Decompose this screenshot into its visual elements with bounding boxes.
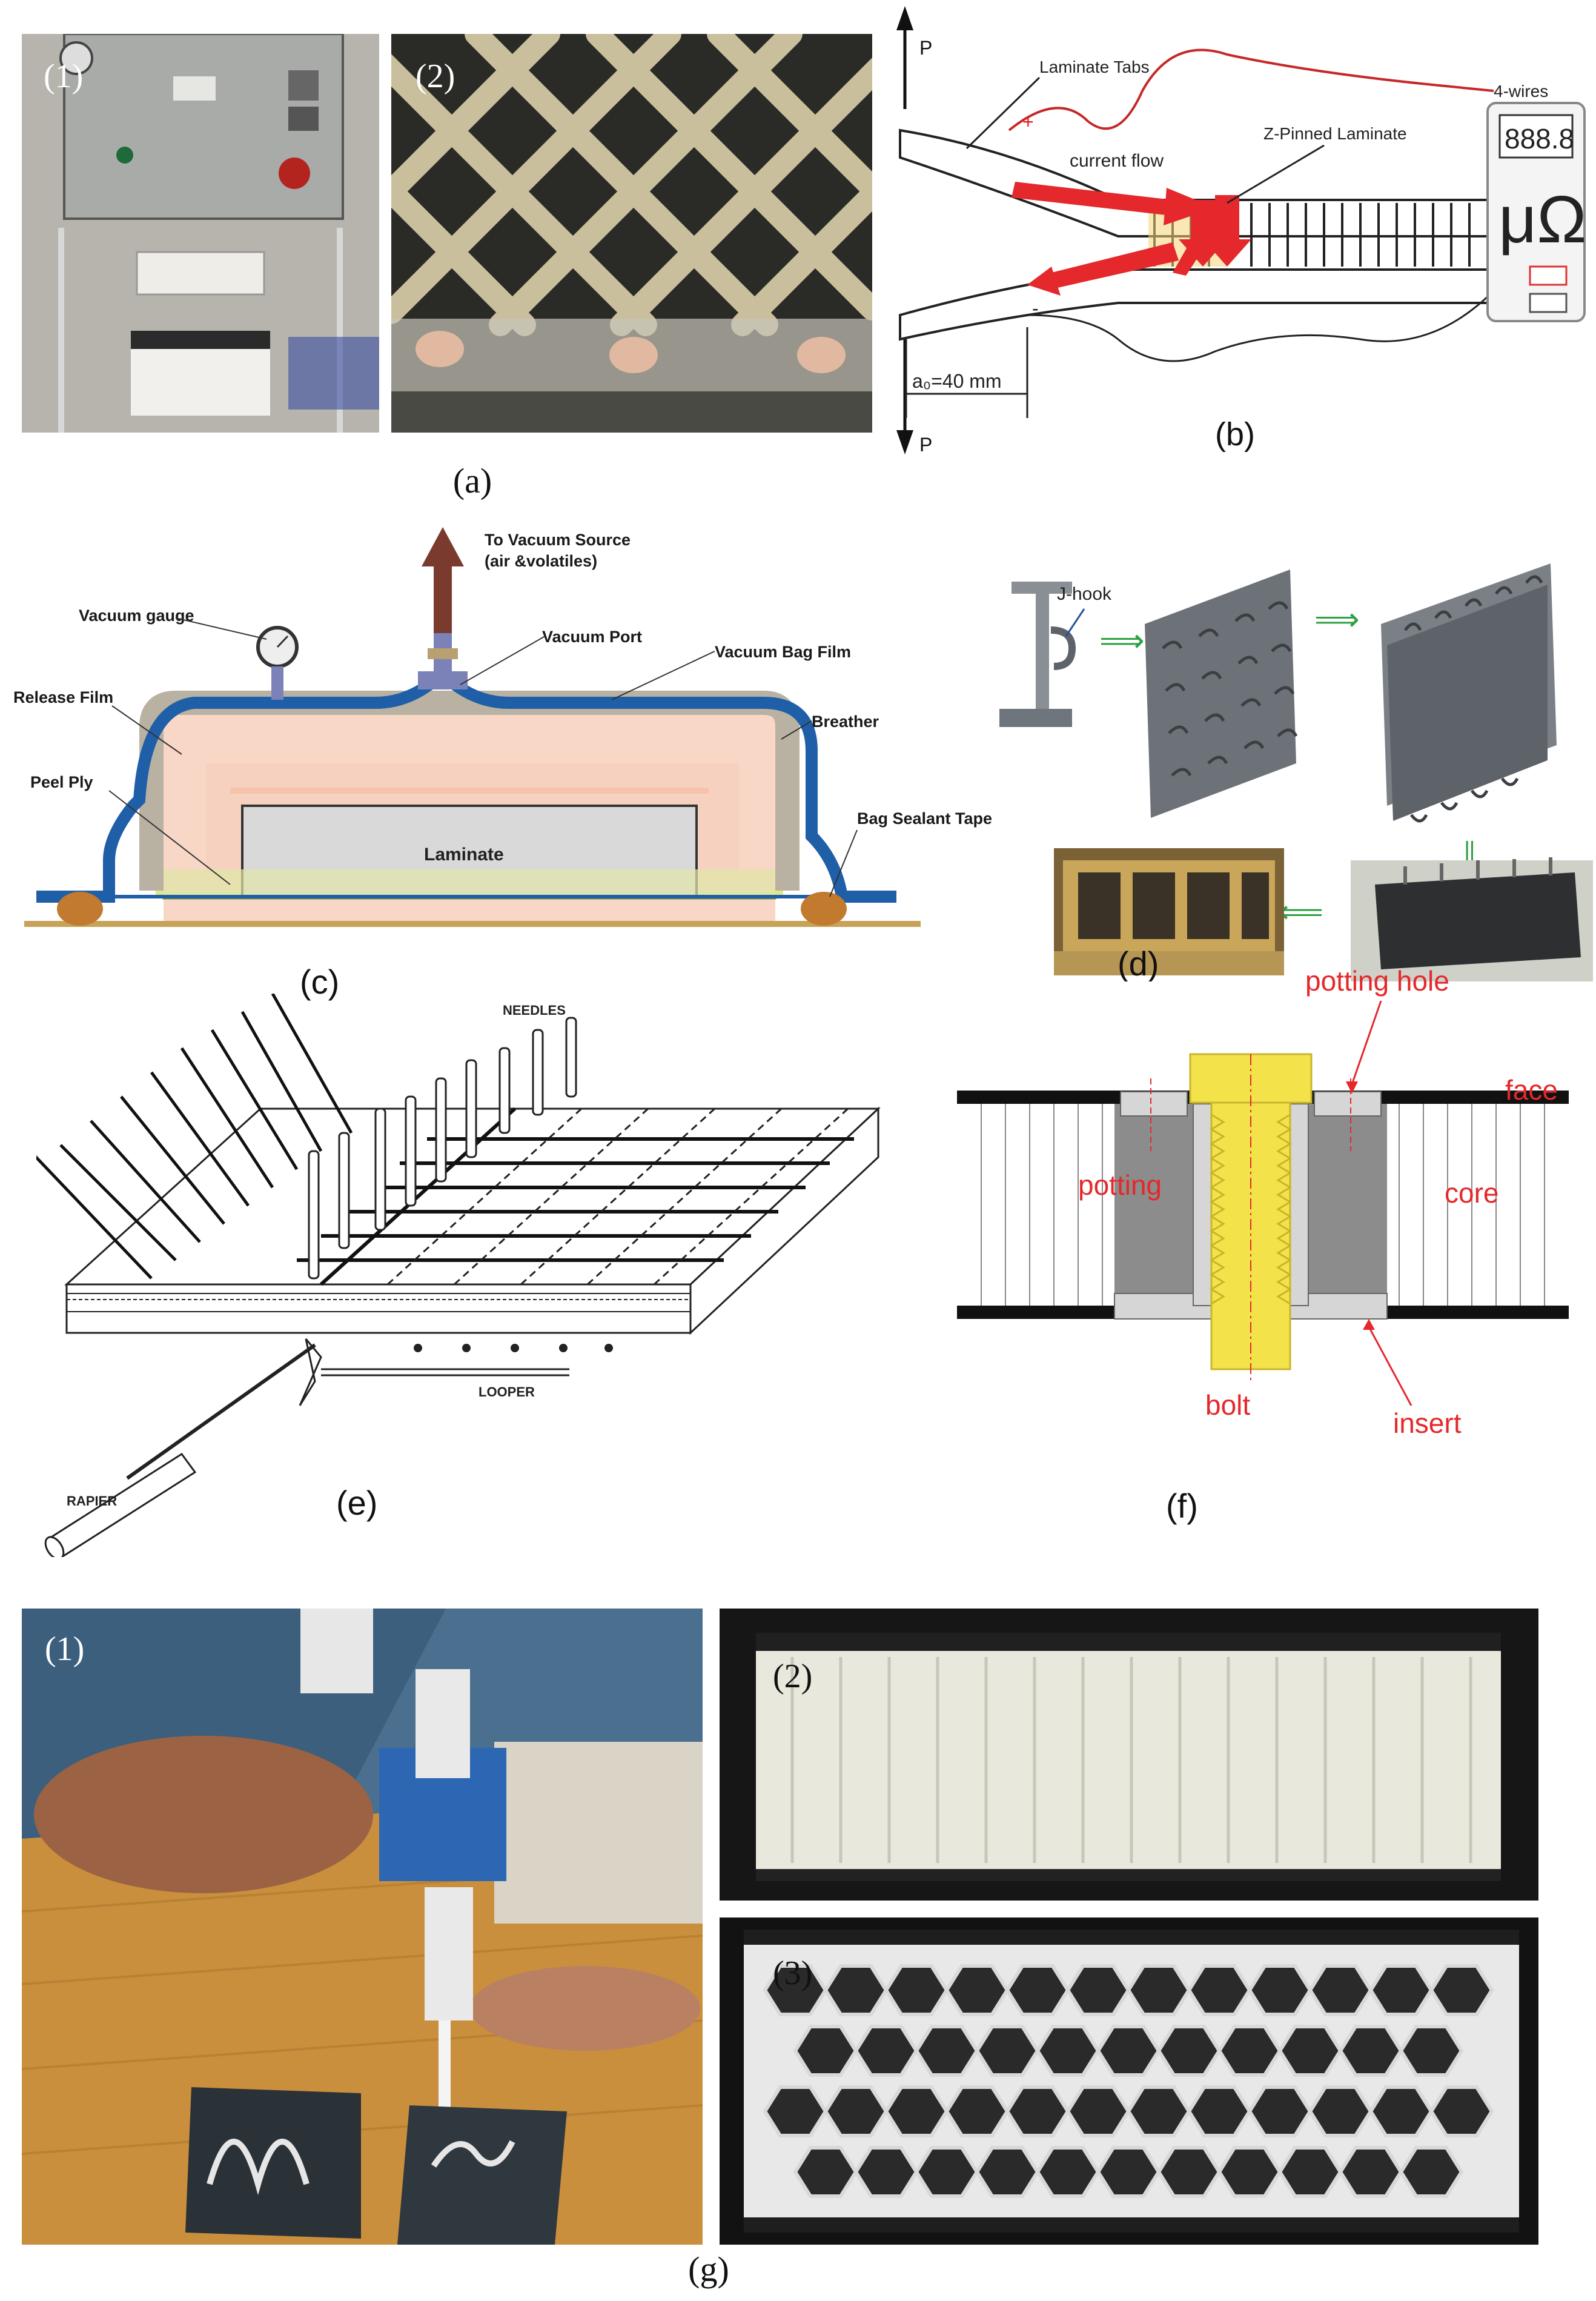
vacuum-port-label: Vacuum Port: [542, 628, 642, 646]
panel-caption: (d): [1118, 945, 1159, 981]
vacuum-gauge-label: Vacuum gauge: [79, 606, 194, 625]
vacuum-source-sub: (air &volatiles): [485, 552, 597, 570]
potting-label: potting: [1078, 1169, 1162, 1201]
photo-label: (1): [44, 58, 84, 95]
face-label: face: [1505, 1074, 1558, 1106]
adhesive-dispensing-photo: [22, 1609, 703, 2245]
process-arrow: ⟹: [1314, 602, 1360, 637]
photo-label: (2): [773, 1658, 813, 1695]
potting-hole-label: potting hole: [1305, 965, 1449, 997]
panel-caption: (f): [1166, 1487, 1198, 1525]
force-label-top: P: [919, 37, 932, 59]
crack-length-label: a₀=40 mm: [912, 370, 1002, 392]
vacuum-source-label: To Vacuum Source: [485, 531, 631, 549]
meter-display: 888.8: [1505, 123, 1574, 154]
release-film-label: Release Film: [13, 688, 113, 706]
vacuum-bag-film-label: Vacuum Bag Film: [715, 643, 851, 661]
press-machine-photo: [22, 34, 379, 433]
insert-label: insert: [1393, 1407, 1462, 1439]
bag-sealant-tape-label: Bag Sealant Tape: [857, 809, 992, 828]
panel-caption: (a): [452, 461, 492, 500]
laminate-tabs-label: Laminate Tabs: [1039, 58, 1150, 76]
photo-label: (2): [416, 58, 455, 95]
photo-label: (1): [45, 1630, 85, 1668]
corrugated-core-photo: [720, 1609, 1538, 1901]
honeycomb-core-photo: [720, 1918, 1538, 2245]
stitching-process-diagram: NEEDLES LOOPER RAPIER (e): [36, 994, 881, 1557]
panel-caption: (g): [688, 2250, 729, 2289]
z-pinned-label: Z-Pinned Laminate: [1263, 124, 1407, 143]
insert-cross-section: potting hole face potting core bolt inse…: [957, 965, 1569, 1525]
four-wires-label: 4-wires: [1494, 82, 1548, 101]
rapier-label: RAPIER: [67, 1493, 117, 1509]
looper-label: LOOPER: [478, 1384, 535, 1400]
current-flow-label: current flow: [1070, 151, 1164, 171]
process-arrow: ⟹: [1278, 895, 1323, 931]
photo-label: (3): [773, 1954, 813, 1992]
breather-label: Breather: [812, 712, 879, 731]
peel-ply-label: Peel Ply: [30, 773, 93, 791]
process-arrow: ⟹: [1099, 623, 1145, 659]
j-hook-label: J-hook: [1057, 584, 1112, 604]
laminate-label: Laminate: [424, 845, 504, 865]
panel-caption: (c): [300, 963, 339, 1001]
vacuum-bagging-diagram: To Vacuum Source (air &volatiles) Lamina…: [13, 527, 992, 1001]
core-label: core: [1445, 1177, 1498, 1209]
dcb-test-diagram: P P Laminate Tabs current flow Z-Pinned …: [896, 6, 1587, 456]
needles-label: NEEDLES: [503, 1003, 566, 1018]
meter-unit: μΩ: [1498, 182, 1587, 257]
bolt-label: bolt: [1205, 1389, 1250, 1421]
lattice-photo: [391, 34, 872, 433]
panel-caption: (e): [336, 1484, 377, 1522]
j-hook-insert-process: J-hook ⟹ ⟹ ⟹ ⟹ (d): [999, 563, 1593, 981]
force-label-bottom: P: [919, 434, 932, 456]
minus-sign: -: [1032, 297, 1039, 319]
panel-caption: (b): [1215, 416, 1255, 453]
